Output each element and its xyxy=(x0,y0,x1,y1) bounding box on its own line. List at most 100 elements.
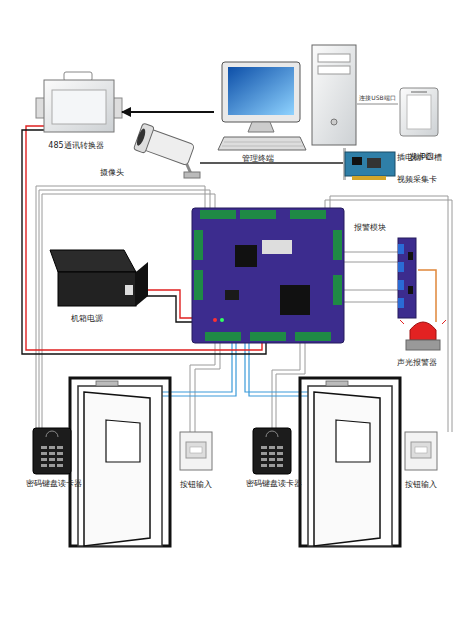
strobe-siren xyxy=(400,320,404,324)
exit-button-symbol xyxy=(180,432,212,470)
strobe-node: 声光报警器 xyxy=(384,322,450,370)
device-label: 485通讯转换器 xyxy=(30,141,122,151)
power-node: 机箱电源 xyxy=(48,248,150,326)
video-capture-card xyxy=(345,152,395,176)
strobe-siren xyxy=(410,322,436,340)
button-node: 按钮输入 xyxy=(172,428,220,490)
controller-board xyxy=(192,208,344,343)
video-capture-card xyxy=(343,148,395,180)
strobe-siren xyxy=(400,320,446,350)
device-label: 密码键盘读卡器 xyxy=(242,479,306,489)
controller-board xyxy=(220,318,224,322)
computer-terminal xyxy=(218,137,306,150)
alarm-module-board xyxy=(408,286,413,294)
device-label: 按钮输入 xyxy=(172,480,220,490)
power-box xyxy=(136,262,148,306)
video-capture-card xyxy=(367,158,381,168)
camera xyxy=(133,123,195,168)
connector xyxy=(122,111,214,113)
card-issuer xyxy=(400,88,438,136)
controller-board xyxy=(250,332,286,341)
power-box xyxy=(50,250,136,272)
alarm-module-board xyxy=(398,298,404,308)
controller-board xyxy=(213,318,217,322)
card-issuer xyxy=(400,88,438,136)
alarm-module-board xyxy=(398,238,416,318)
device-label: 声光报警器 xyxy=(384,358,450,368)
power-box xyxy=(50,250,148,306)
device-label: 插电脑PCI槽 xyxy=(397,153,451,163)
card-issuer-node: 发卡器 xyxy=(398,84,444,164)
controller-board xyxy=(240,210,276,219)
controller-board xyxy=(205,332,241,341)
keypad-node: 密码键盘读卡器 xyxy=(22,425,86,491)
connector xyxy=(357,104,398,105)
device-label: 按钮输入 xyxy=(397,480,445,490)
video-capture-card xyxy=(352,176,386,180)
card-issuer xyxy=(411,92,427,93)
controller-board xyxy=(333,230,342,260)
power-box xyxy=(58,272,136,306)
strobe-siren xyxy=(406,340,440,350)
strobe-siren xyxy=(442,320,446,324)
grey-wire xyxy=(190,343,215,432)
device-label: 报警模块 xyxy=(354,223,398,233)
capture-card-node: 插电脑PCI槽视频采集卡 xyxy=(343,148,451,190)
computer-terminal xyxy=(248,122,274,132)
button-node: 按钮输入 xyxy=(397,428,445,490)
alarm-module-board xyxy=(408,252,413,260)
computer-terminal xyxy=(331,119,337,125)
controller-board xyxy=(200,210,236,219)
edge-label: 连接USB端口 xyxy=(348,94,408,102)
alarm-module-board xyxy=(398,238,416,318)
controller-board xyxy=(290,210,326,219)
alarm-module-node: 报警模块 xyxy=(352,222,418,320)
grey-wire xyxy=(344,252,398,253)
alarm-module-board xyxy=(398,262,404,272)
door-symbol xyxy=(70,378,170,546)
controller-board xyxy=(194,270,203,300)
keypad-node: 密码键盘读卡器 xyxy=(242,425,306,491)
door-symbol xyxy=(300,378,400,546)
device-label: 管理终端 xyxy=(228,154,288,164)
controller-board xyxy=(235,245,257,267)
controller-board xyxy=(194,230,203,260)
device-label: 视频采集卡 xyxy=(397,175,451,185)
power-wire xyxy=(136,296,192,322)
terminal-node: 管理终端 xyxy=(214,42,357,170)
alarm-module-board xyxy=(398,280,404,290)
controller-board xyxy=(280,285,310,315)
alarm-module-board xyxy=(398,244,404,254)
converter-node: 485通讯转换器 xyxy=(30,68,122,154)
device-label: 机箱电源 xyxy=(62,314,112,324)
camera xyxy=(133,123,154,153)
camera xyxy=(133,123,200,178)
controller-board xyxy=(225,290,239,300)
camera xyxy=(184,172,200,178)
grey-wire xyxy=(344,302,398,303)
connector xyxy=(418,270,436,322)
computer-terminal xyxy=(222,62,300,122)
computer-terminal xyxy=(228,67,294,115)
keypad-reader-symbol xyxy=(253,428,291,474)
video-capture-card xyxy=(352,157,362,165)
converter-device xyxy=(36,72,122,132)
computer-terminal xyxy=(312,45,356,145)
keypad-reader-symbol xyxy=(33,428,71,474)
computer-terminal xyxy=(218,45,356,150)
camera xyxy=(135,128,147,147)
power-box xyxy=(125,285,133,295)
converter-device xyxy=(44,80,114,132)
grey-wire xyxy=(195,343,220,432)
computer-terminal xyxy=(224,142,301,143)
camera-node: 摄像头 xyxy=(96,118,200,182)
controller-board xyxy=(192,208,344,343)
converter-device xyxy=(52,90,106,124)
grey-wire xyxy=(344,290,398,291)
device-label: 摄像头 xyxy=(100,168,140,178)
computer-terminal xyxy=(222,146,303,147)
computer-terminal xyxy=(318,66,350,74)
controller-board xyxy=(295,332,331,341)
grey-wire xyxy=(344,262,398,263)
